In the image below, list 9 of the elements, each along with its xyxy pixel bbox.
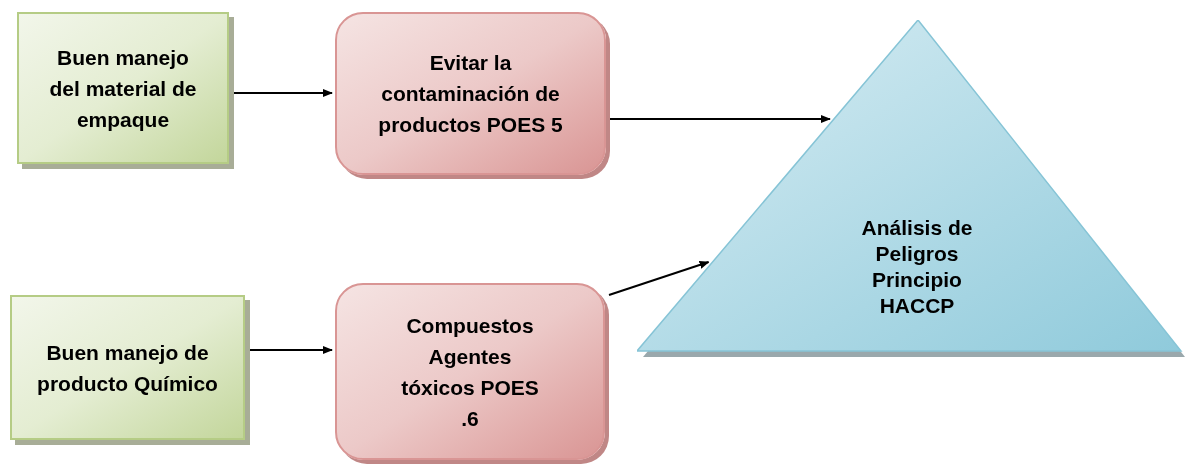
node-label: Compuestos Agentes tóxicos POES .6	[400, 312, 540, 432]
arrow	[608, 261, 710, 296]
node-label: Buen manejo del material de empaque	[48, 44, 198, 133]
arrow	[232, 89, 333, 97]
arrow	[609, 115, 831, 123]
node-label: Evitar la contaminación de productos POES 5	[377, 50, 564, 138]
arrow	[248, 346, 333, 354]
node-label: Buen manejo de producto Químico	[36, 339, 219, 397]
node-label: Análisis de Peligros Principio HACCP	[860, 215, 974, 319]
